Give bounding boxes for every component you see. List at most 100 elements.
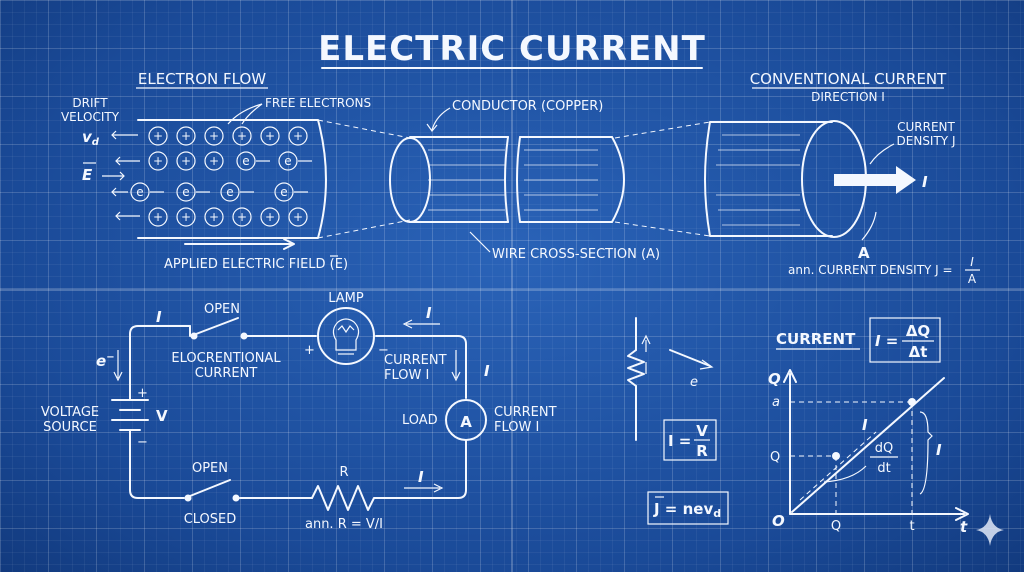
battery-minus: −	[137, 435, 148, 450]
graph-point-q	[832, 452, 840, 460]
graph-point-a	[908, 398, 916, 406]
positive-ion	[204, 207, 224, 227]
positive-ion	[148, 126, 168, 146]
page-title: ELECTRIC CURRENT	[318, 29, 706, 69]
free-electron	[236, 151, 256, 171]
graph-eq-lhs: I =	[875, 332, 898, 350]
drift-label-1: DRIFT	[72, 96, 108, 110]
current-density-eq: J = nevd	[653, 500, 721, 520]
ion-plus-sign: +	[153, 129, 163, 143]
resistor-annotation: ann. R = V/I	[305, 517, 383, 532]
cross-section-label: WIRE CROSS-SECTION (A)	[492, 247, 660, 262]
graph-Q-axis: Q	[768, 370, 781, 388]
graph-brace	[919, 411, 933, 495]
e-field-symbol: E	[82, 166, 93, 184]
ion-plus-sign: +	[209, 210, 219, 224]
ammeter-icon	[445, 399, 487, 441]
current-density-label-1: CURRENT	[897, 120, 955, 134]
graph-dq: dQ	[875, 441, 893, 456]
current-density-annotation: ann. CURRENT DENSITY J =	[788, 263, 953, 277]
conductor-cylinder: CONDUCTOR (COPPER) WIRE CROSS-SECTION (A…	[389, 99, 660, 262]
circuit-I-top-right: I	[426, 304, 432, 322]
circuit-I-top-left: I	[156, 308, 162, 326]
graph-eq-num: ΔQ	[906, 322, 930, 340]
density-frac-den: A	[968, 272, 977, 286]
resistor-R-label: R	[339, 465, 348, 480]
load-label: LOAD	[402, 413, 438, 428]
electron-symbol: e	[280, 185, 287, 199]
tangent-line	[799, 431, 877, 501]
electron-flow-header: ELECTRON FLOW	[138, 70, 266, 88]
current-flow-right-1: CURRENT	[494, 405, 557, 420]
positive-ion	[288, 207, 308, 227]
lamp-label: LAMP	[328, 291, 364, 306]
conventional-current-panel: CONVENTIONAL CURRENT DIRECTION I I CURRE…	[704, 70, 980, 286]
ion-plus-sign: +	[293, 129, 303, 143]
ion-plus-sign: +	[209, 154, 219, 168]
graph-a-tick: a	[772, 395, 780, 410]
ion-plus-sign: +	[237, 210, 247, 224]
ion-plus-sign: +	[153, 210, 163, 224]
ion-plus-sign: +	[181, 154, 191, 168]
conventional-header: CONVENTIONAL CURRENT	[750, 70, 947, 88]
free-electron	[278, 151, 298, 171]
drift-arrows	[102, 130, 140, 221]
lamp-icon	[317, 307, 375, 365]
switch-bottom-open-label: OPEN	[192, 461, 228, 476]
current-density-label-2: DENSITY J	[897, 134, 956, 148]
electron-symbol: e	[182, 185, 189, 199]
ion-plus-sign: +	[265, 129, 275, 143]
electron-symbol: e	[226, 185, 233, 199]
ion-plus-sign: +	[153, 154, 163, 168]
formula-column: e I = V R J = nevd	[627, 317, 729, 525]
graph-current-header: CURRENT	[776, 330, 856, 348]
voltage-source-label-1: VOLTAGE	[41, 405, 99, 420]
graph-I-brace: I	[936, 441, 942, 459]
positive-ion	[204, 126, 224, 146]
drift-label-2: VELOCITY	[61, 110, 120, 124]
circuit-I-bottom: I	[418, 468, 424, 486]
lamp-plus: +	[304, 343, 315, 358]
positive-ion	[232, 207, 252, 227]
positive-ion	[148, 151, 168, 171]
lamp-minus: −	[378, 343, 389, 358]
free-electron	[130, 182, 150, 202]
switch-closed-label: CLOSED	[184, 512, 237, 527]
graph-dq-pointer	[823, 465, 867, 483]
switch-top-open-label: OPEN	[204, 302, 240, 317]
applied-field-label: APPLIED ELECTRIC FIELD (E)	[164, 257, 348, 272]
conventional-direction: DIRECTION I	[811, 90, 885, 104]
ammeter-A: A	[460, 413, 472, 431]
current-flow-top-1: CURRENT	[384, 353, 447, 368]
ohm-law-box	[663, 419, 717, 461]
positive-ion	[260, 207, 280, 227]
free-electrons-label: FREE ELECTRONS	[265, 96, 371, 110]
circuit-diagram: OPEN I e− ELOCRENTIONAL CURRENT LAMP + −…	[41, 291, 557, 532]
electron-symbol: e	[242, 154, 249, 168]
ion-plus-sign: +	[181, 129, 191, 143]
ohm-lhs: I =	[668, 432, 691, 450]
density-frac-num: I	[970, 255, 974, 269]
positive-ion	[204, 151, 224, 171]
ion-plus-sign: +	[237, 129, 247, 143]
charge-line	[791, 377, 945, 513]
ohm-num: V	[696, 422, 708, 440]
graph-I-line-label: I	[862, 416, 868, 434]
graph-origin: O	[772, 512, 785, 530]
ion-plus-sign: +	[181, 210, 191, 224]
circuit-I-right: I	[484, 362, 490, 380]
positive-ion	[232, 126, 252, 146]
positive-ion	[148, 207, 168, 227]
current-formula-box	[869, 317, 941, 363]
graph-t-xtick: t	[909, 519, 914, 534]
current-flow-top-2: FLOW I	[384, 368, 429, 383]
positive-ion	[176, 126, 196, 146]
elocrentional-label-2: CURRENT	[195, 366, 258, 381]
electron-symbol: e	[136, 185, 143, 199]
positive-ion	[260, 126, 280, 146]
